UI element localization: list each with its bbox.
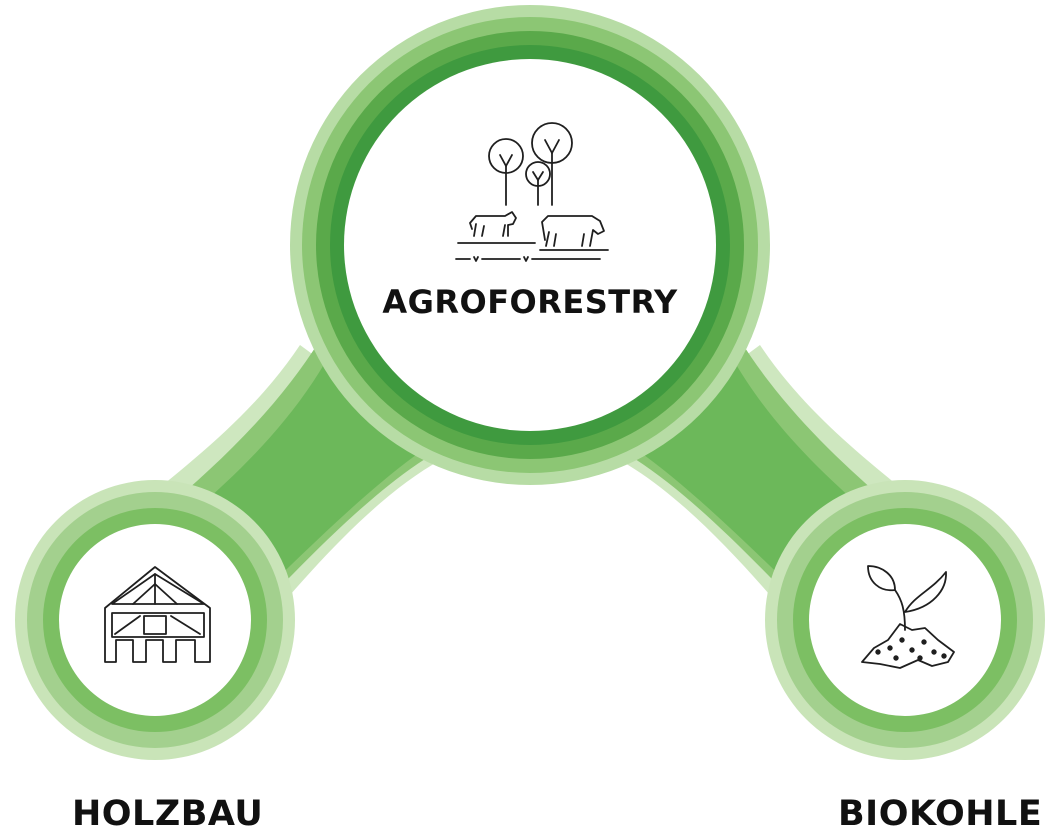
trees-and-cows-icon [455, 122, 609, 262]
holzbau-label: HOLZBAU [72, 794, 264, 834]
left-node [15, 480, 295, 760]
seedling-in-soil-icon [861, 565, 955, 669]
biokohle-label: BIOKOHLE [838, 794, 1043, 834]
timber-frame-house-icon [104, 566, 211, 663]
center-node [290, 5, 770, 485]
agroforestry-label: AGROFORESTRY [382, 283, 678, 321]
